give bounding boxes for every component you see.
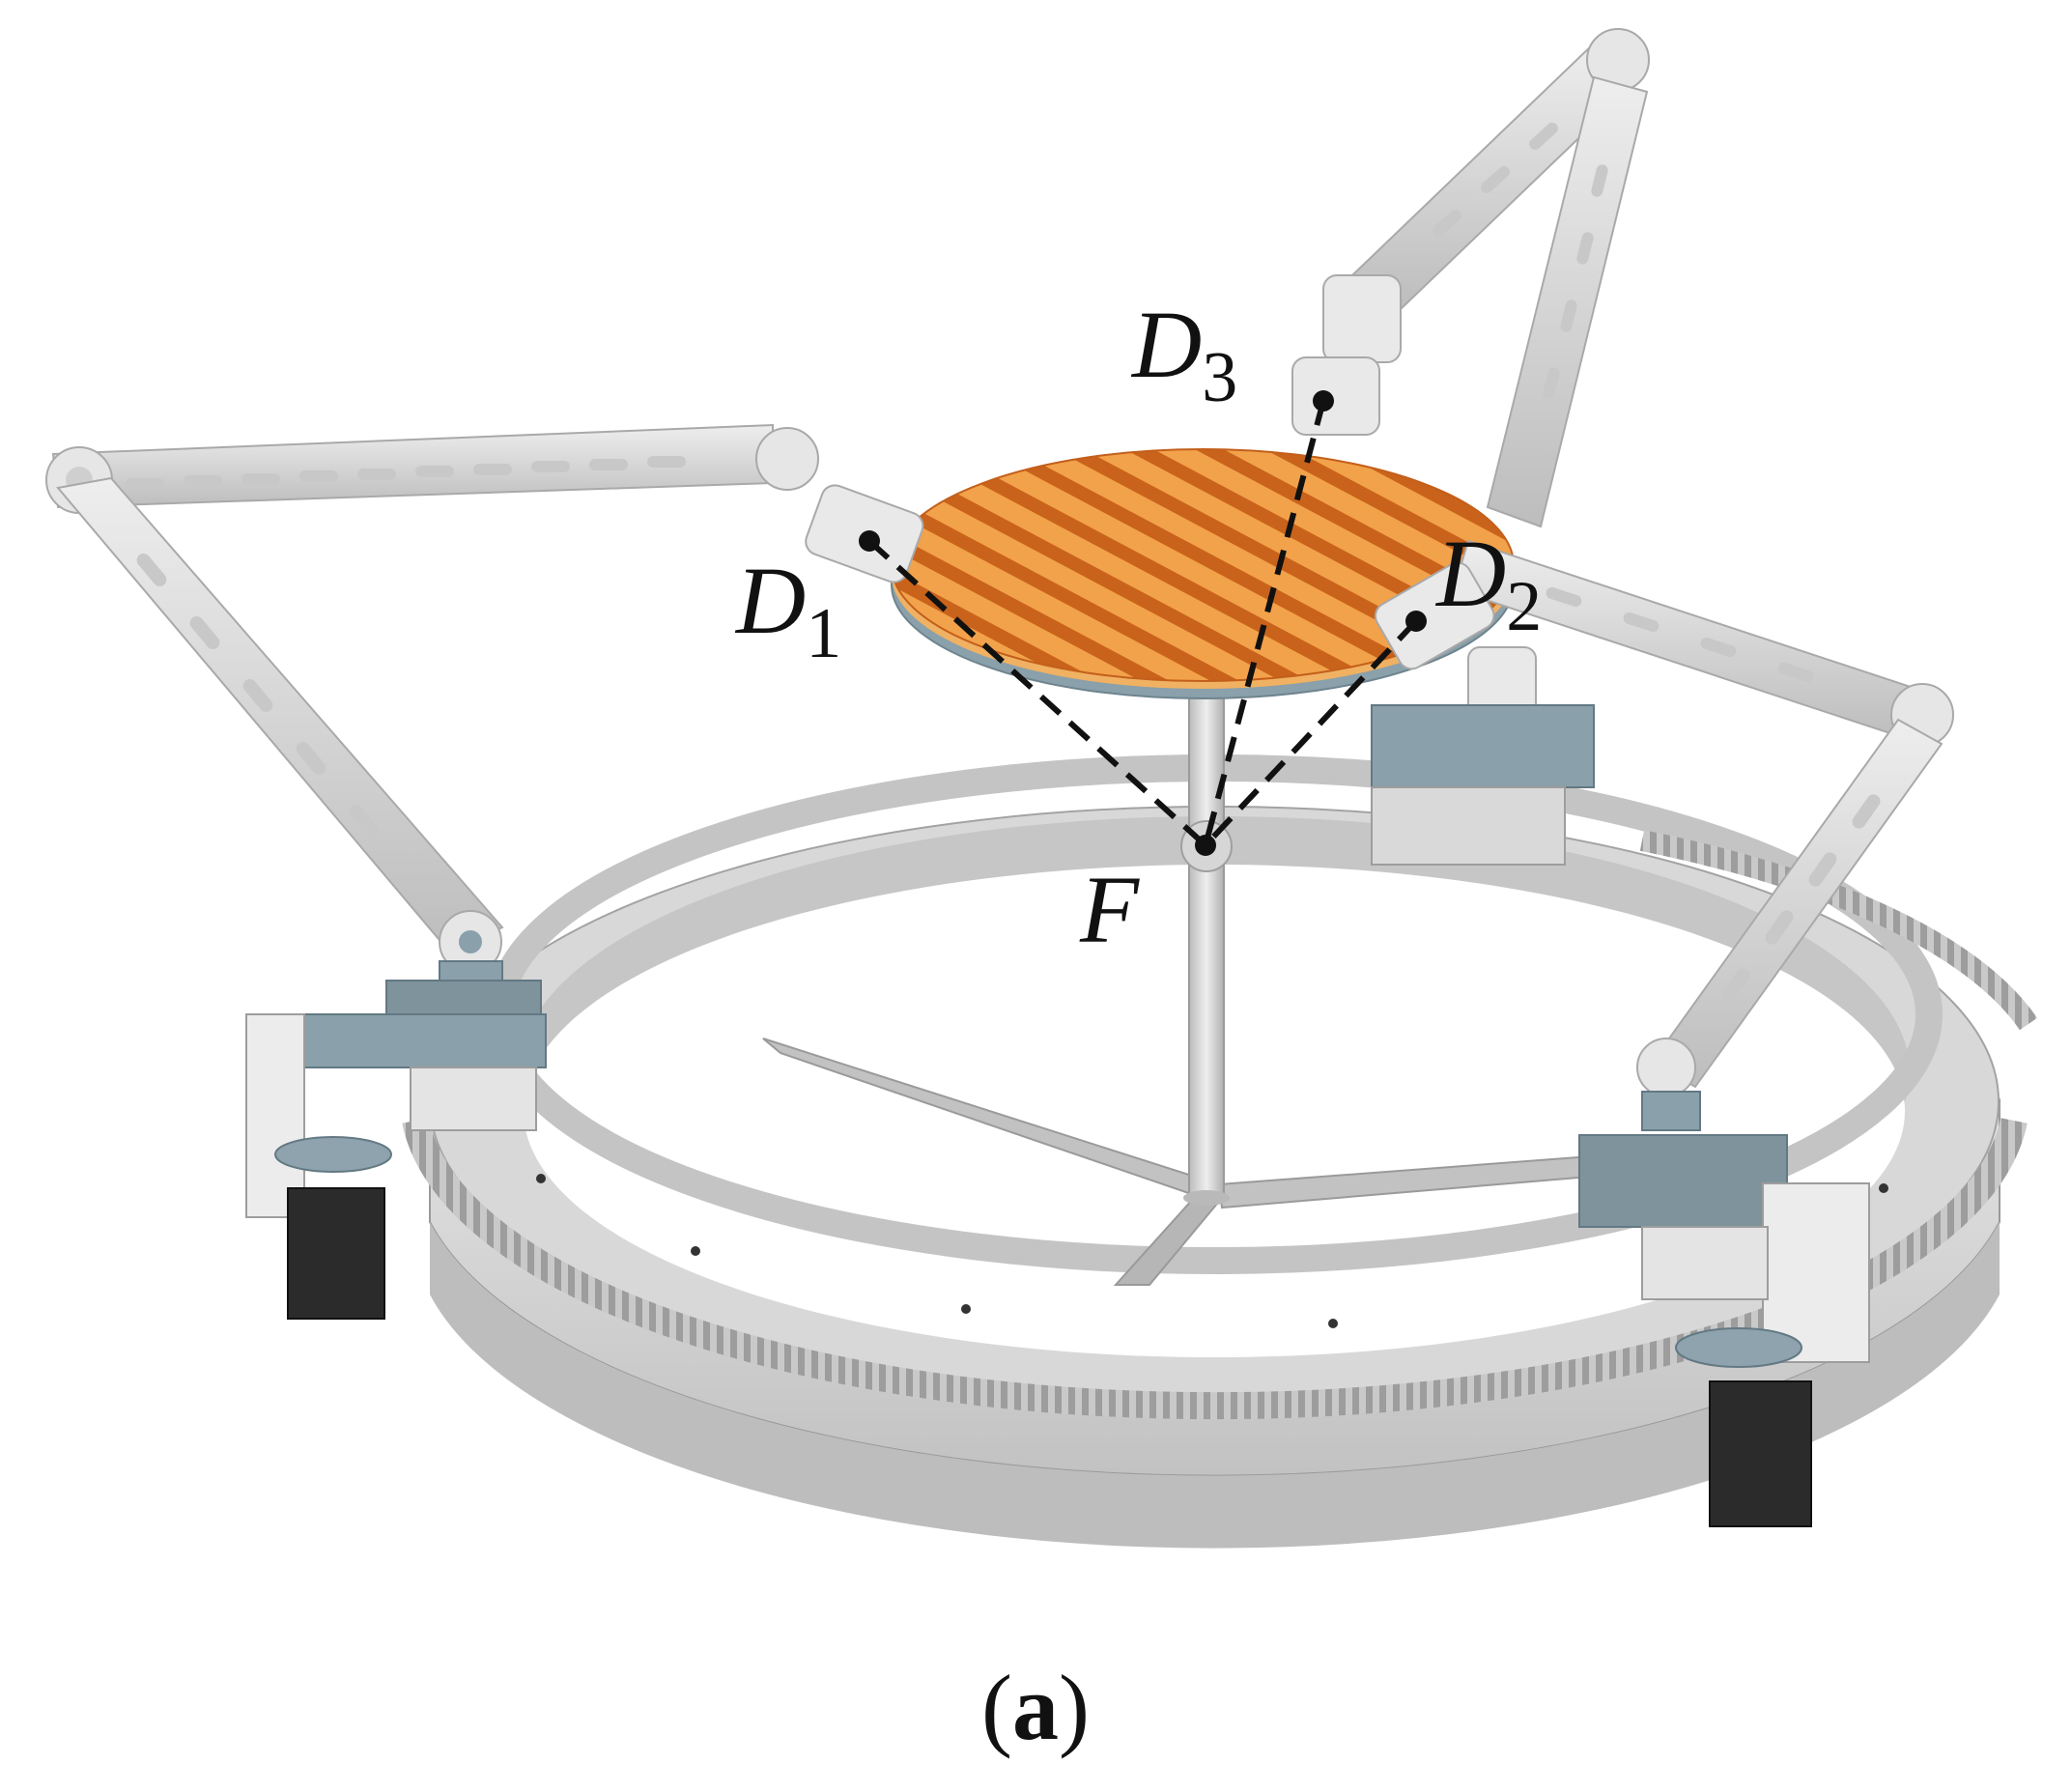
arm-right <box>1371 539 1954 1527</box>
figure-caption: (a) <box>981 1656 1090 1759</box>
caption-close: ) <box>1059 1656 1090 1759</box>
arm-back <box>1291 28 1650 528</box>
label-d2-letter: D <box>1434 520 1506 627</box>
caption-letter: a <box>1012 1656 1059 1759</box>
arm-left <box>45 423 924 1320</box>
joint-points <box>859 390 1427 856</box>
point-d1 <box>859 530 880 552</box>
label-d3-sub: 3 <box>1202 338 1237 417</box>
label-d3-letter: D <box>1130 291 1202 398</box>
label-d1: D1 <box>734 547 841 673</box>
label-d3: D3 <box>1130 291 1237 417</box>
label-d1-letter: D <box>734 547 806 654</box>
dashed-line-d2-f <box>1203 618 1419 848</box>
dashed-connections <box>866 400 1419 848</box>
point-d2 <box>1405 611 1427 632</box>
point-d3 <box>1313 390 1334 412</box>
caption-open: ( <box>981 1656 1012 1759</box>
label-f: F <box>1079 856 1140 963</box>
central-post <box>1180 666 1233 1206</box>
label-d2: D2 <box>1434 520 1542 646</box>
label-d1-sub: 1 <box>806 594 841 673</box>
point-f <box>1195 835 1216 856</box>
label-d2-sub: 2 <box>1506 567 1542 646</box>
cross-struts <box>762 1038 1685 1286</box>
